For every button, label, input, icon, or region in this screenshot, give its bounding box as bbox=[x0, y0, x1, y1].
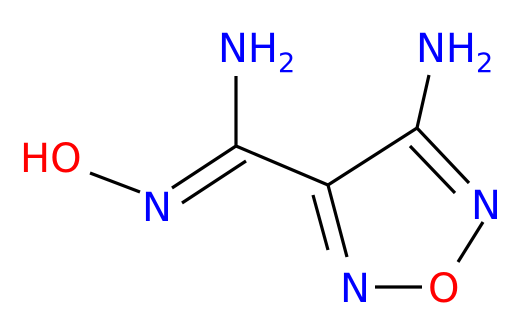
ring-nh2-label: NH2 bbox=[416, 26, 493, 79]
amidine-nh2-subscript: 2 bbox=[278, 48, 295, 79]
ring-o-label: O bbox=[428, 266, 459, 312]
bond-n-c-ring-bottom-inner bbox=[311, 194, 330, 251]
bond-c-n-double-inner bbox=[181, 159, 247, 205]
bond-c-n-ring-right-outer bbox=[415, 126, 471, 185]
bond-c-n-double-outer bbox=[171, 144, 237, 190]
ring-nh2-main: NH bbox=[416, 26, 476, 72]
bond-c-c-ring-top bbox=[327, 126, 418, 187]
bond-c-c-ring bbox=[235, 144, 329, 187]
amidine-nh2-main: NH bbox=[218, 26, 278, 72]
bond-n-o-ring-right bbox=[456, 221, 485, 263]
bond-c-nh2-ring bbox=[415, 74, 431, 129]
hydroxyl-label: HO bbox=[20, 136, 82, 182]
bond-n-o bbox=[89, 171, 141, 194]
oxime-n-label: N bbox=[142, 185, 172, 231]
amidine-nh2-label: NH2 bbox=[218, 26, 295, 79]
bond-c-n-ring-right-inner bbox=[408, 144, 457, 195]
bond-n-c-ring-bottom-outer bbox=[326, 184, 349, 258]
ring-n-bottom-label: N bbox=[340, 266, 370, 312]
ring-n-right-label: N bbox=[471, 183, 501, 229]
ring-nh2-subscript: 2 bbox=[476, 48, 493, 79]
